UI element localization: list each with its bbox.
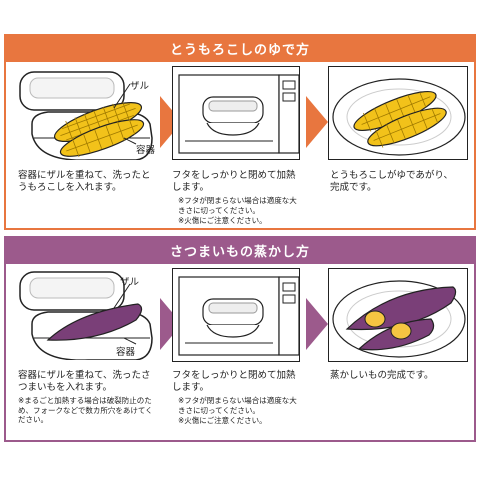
corn-step3-illustration (328, 66, 468, 160)
potato-step3-caption: 蒸かしいもの完成です。 (330, 370, 434, 381)
corn-step1-illustration (18, 68, 154, 160)
zaru-label-2: ザル (120, 277, 140, 288)
potato-step1-illustration (18, 268, 154, 360)
potato-arrow-2 (306, 298, 328, 350)
microwave-icon (178, 74, 299, 154)
corn-step1-caption: 容器にザルを重ねて、洗ったとうもろこしを入れます。 (18, 170, 151, 193)
corn-arrow-2 (306, 96, 328, 148)
corn-section-title: とうもろこしのゆで方 (4, 34, 476, 62)
corn-step2-illustration (172, 66, 300, 160)
youki-label: 容器 (136, 145, 156, 156)
potato-step2-note1: ※フタが閉まらない場合は適度な大きさに切ってください。 (178, 396, 297, 415)
youki-label-2: 容器 (116, 347, 136, 358)
corn-step3-caption: とうもろこしがゆであがり、完成です。 (330, 170, 454, 193)
corn-step2-note1: ※フタが閉まらない場合は適度な大きさに切ってください。 (178, 196, 297, 215)
container-with-potato-icon (19, 271, 153, 360)
potato-step1-caption: 容器にザルを重ねて、洗ったさつまいもを入れます。 (18, 370, 151, 393)
potato-step2-illustration (172, 268, 300, 362)
corn-step2-note2: ※火傷にご注意ください。 (178, 216, 267, 225)
potato-section-title: さつまいもの蒸かし方 (4, 236, 476, 264)
potato-step2-note2: ※火傷にご注意ください。 (178, 416, 267, 425)
plate-with-corn-icon (332, 78, 466, 156)
corn-step2-caption: フタをしっかりと閉めて加熱します。 (172, 170, 296, 193)
container-with-corn-icon (19, 71, 153, 160)
microwave-icon-2 (178, 276, 299, 356)
zaru-label: ザル (130, 81, 150, 92)
potato-step1-note1: ※まるごと加熱する場合は破裂防止のため、フォークなどで数カ所穴をあけてください。 (18, 396, 153, 424)
potato-step3-illustration (328, 268, 468, 362)
potato-step2-caption: フタをしっかりと閉めて加熱します。 (172, 370, 296, 393)
plate-with-potato-icon (332, 280, 466, 358)
